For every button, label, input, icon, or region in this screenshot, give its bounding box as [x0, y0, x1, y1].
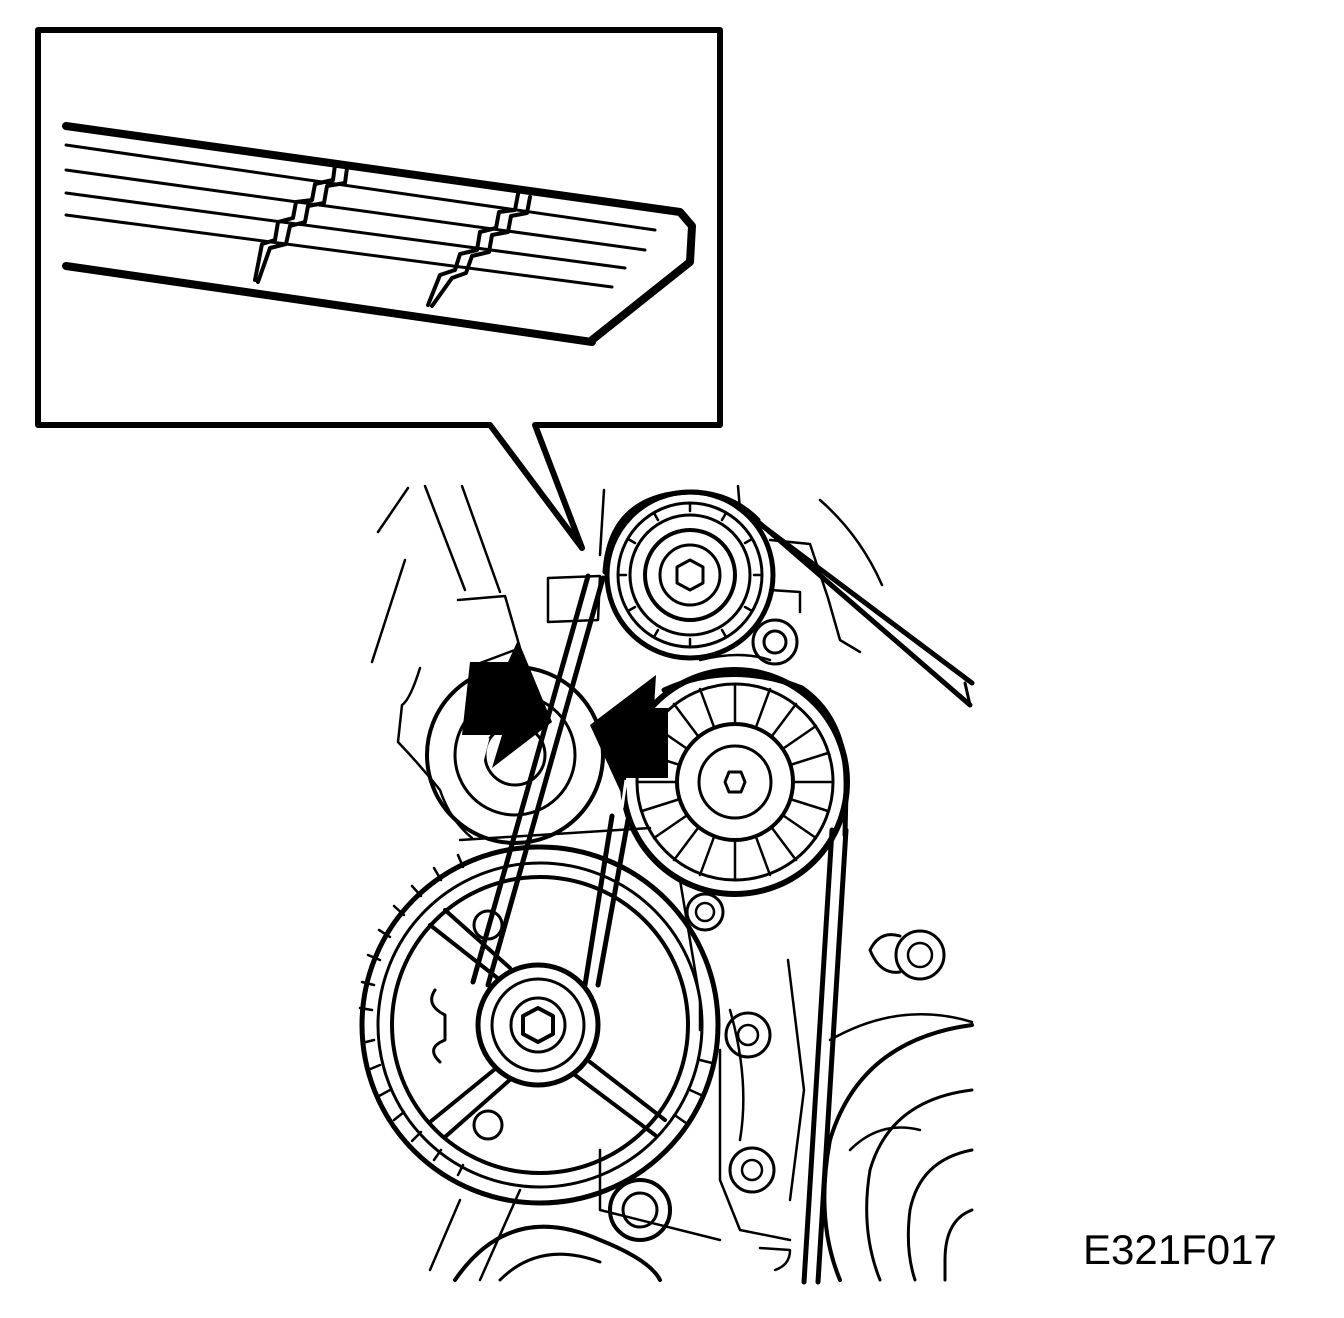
- idler-pulley-ribs: [616, 501, 764, 649]
- mounting-bosses: [608, 618, 946, 1242]
- direction-arrows: [462, 640, 668, 809]
- drive-belt: [470, 489, 975, 1285]
- belt-rib-detail: [62, 122, 696, 346]
- bottom-pulley-partial: [453, 1224, 662, 1282]
- alternator-pulley: [620, 667, 850, 897]
- crankshaft-spokes: [428, 908, 667, 1139]
- figure-code: E321F017: [1083, 1226, 1277, 1273]
- crankshaft-pulley: [358, 844, 721, 1206]
- crankshaft-teeth: [358, 853, 714, 1177]
- right-pulley-partial: [822, 1023, 974, 1282]
- alternator-fan-blades: [635, 682, 835, 882]
- lower-idler-pulley: [475, 962, 601, 1088]
- detail-inset: [35, 27, 723, 551]
- arrow-right-pointing-left: [590, 675, 668, 808]
- arrow-left-pointing-right: [462, 640, 552, 768]
